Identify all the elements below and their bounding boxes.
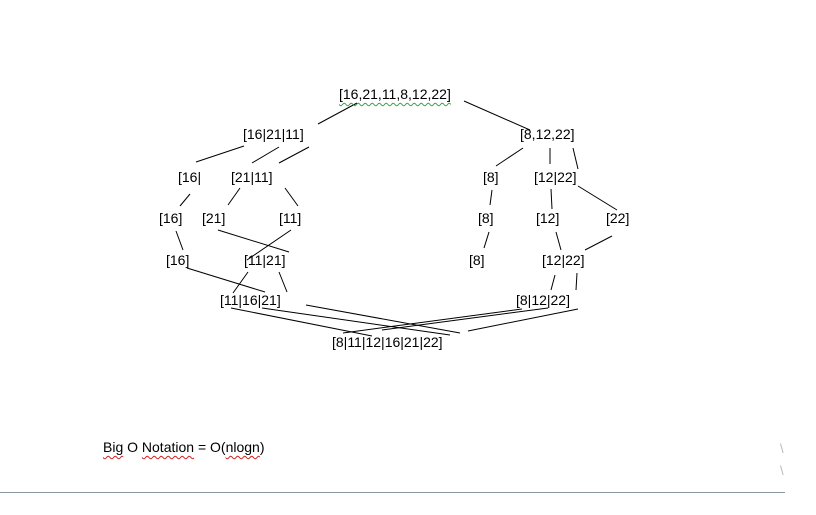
node-right-split: [8,12,22] [520,126,575,142]
connector-8-8 [489,189,493,206]
node-left-merged: [11|16|21] [220,292,281,308]
connector-11-21-merged-a [232,271,249,294]
node-22: [22] [606,210,630,226]
node-12-22: [12|22] [534,169,577,185]
node-12-22b: [12|22] [542,252,585,268]
connector-right-8 [495,147,524,167]
node-final: [8|11|12|16|21|22] [332,334,443,350]
connector-21-11-11 [284,187,299,207]
connector-12-22b-merged-a [550,274,556,291]
connector-rm-final-c [467,308,579,332]
connector-16c-merged [186,267,266,293]
connector-lm-final-b [261,307,451,336]
node-11: [11] [279,210,302,226]
node-16-bar: [16| [178,169,202,185]
connector-22-12-22 [584,235,613,251]
margin-mark: \ [780,463,784,478]
node-root: [16,21,11,8,12,22] [339,86,451,102]
margin-mark: \ [780,441,784,456]
connector-11-21-merged-b [278,271,288,293]
big-o-space: O [123,439,142,455]
connector-12-12-22 [555,231,562,251]
connector-lm-final-c [305,304,461,334]
node-21: [21] [202,210,226,226]
node-8b: [8] [478,210,494,226]
node-11-21: [11|21] [244,252,286,268]
connector-8b-8c [483,231,490,249]
node-left-split: [16|21|11] [243,126,304,142]
connector-left-21-11-b [278,146,310,164]
node-8c: [8] [469,252,485,268]
connector-rm-final-a [342,308,523,334]
node-12: [12] [536,210,560,226]
big-o-argument: nlogn [225,439,260,455]
big-o-equals: = O( [194,439,226,455]
node-16c: [16] [166,252,190,268]
node-8: [8] [483,169,499,185]
connector-11-cross [246,229,292,261]
connector-left-16 [195,145,245,163]
connector-12-22-12 [550,188,553,210]
connector-16-16c [175,230,184,251]
connector-root-right [463,100,531,131]
node-right-merged: [8|12|22] [516,292,570,308]
big-o-word: Notation [141,439,195,455]
connector-left-21-11-a [251,146,280,164]
big-o-close: ) [259,439,265,455]
big-o-notation: Big O Notation = O(nlogn) [103,439,265,455]
connector-21-11-21 [227,187,241,206]
connector-21-cross [217,229,290,253]
connector-right-12-22-b [572,147,579,170]
page-bottom-rule [0,492,785,493]
connector-lm-final-a [230,307,373,337]
node-16: [16] [159,210,183,226]
connector-12-22b-merged-b [575,272,578,291]
node-21-11: [21|11] [231,169,273,185]
big-o-prefix: Big [103,439,124,455]
connector-12-22-22 [577,185,618,211]
connector-16-16 [179,193,191,207]
connector-rm-final-b [381,307,549,331]
connector-root-left [317,102,358,125]
